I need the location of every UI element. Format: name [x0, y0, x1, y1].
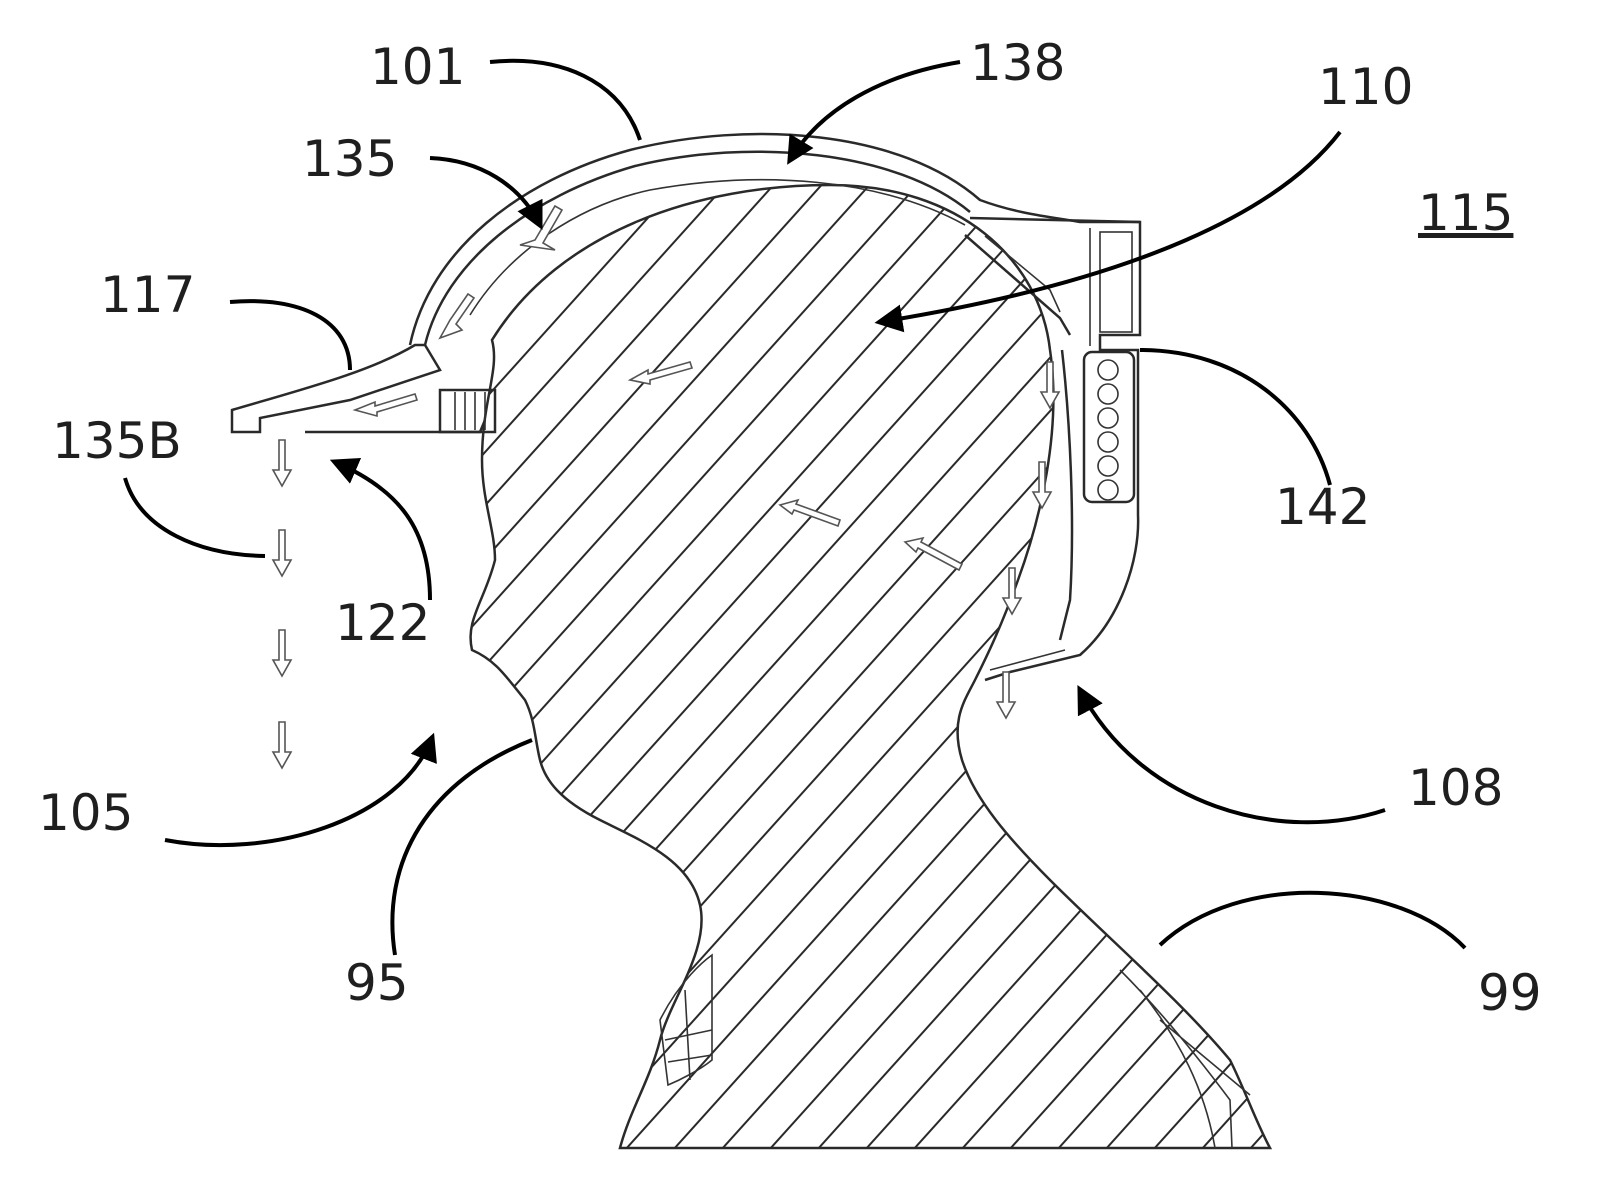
down-arrow-icon [1001, 567, 1023, 616]
hatch-line [567, 185, 1270, 1148]
label-117: 117 [100, 266, 195, 324]
label-105: 105 [38, 784, 133, 842]
hatch-line [519, 185, 1270, 1148]
hatch-line [470, 185, 1037, 1148]
down-arrow-icon [271, 629, 293, 678]
hatch-line [759, 185, 1270, 1148]
helmet-shell [230, 132, 1142, 682]
head-silhouette [469, 160, 1600, 1160]
down-arrow-icon [1031, 461, 1053, 510]
hatch-line [470, 185, 1270, 1148]
figure-number: 115 [1418, 184, 1513, 242]
label-135b: 135B [52, 412, 182, 470]
hatch-line [1336, 160, 1600, 1160]
hatch-line [1576, 160, 1600, 1160]
label-122: 122 [335, 594, 430, 652]
down-arrow-icon [1039, 361, 1061, 410]
leader-lines [123, 58, 1467, 956]
label-110: 110 [1318, 58, 1413, 116]
down-arrow-icon [271, 439, 293, 488]
hatch-line [951, 185, 1270, 1148]
hatch-line [903, 185, 1270, 1148]
down-arrow-icon [995, 671, 1017, 720]
hatch-line [855, 185, 1270, 1148]
hatch-line [1239, 185, 1270, 1148]
label-142: 142 [1275, 478, 1370, 536]
airflow-arrows [271, 204, 1061, 770]
hatch-line [470, 185, 797, 1148]
hatch-line [470, 185, 1181, 1148]
label-95: 95 [345, 954, 409, 1012]
reference-labels: 101 138 110 135 115 117 135B 142 122 108… [38, 34, 1542, 1022]
hatch-line [999, 185, 1270, 1148]
hatch-line [470, 185, 1133, 1148]
hatch-line [663, 185, 1270, 1148]
hatch-line [470, 185, 989, 1148]
hatch-line [470, 185, 845, 1148]
label-135: 135 [302, 130, 397, 188]
hatch-line [470, 185, 749, 1148]
label-99: 99 [1478, 964, 1542, 1022]
label-138: 138 [970, 34, 1065, 92]
label-101: 101 [370, 38, 465, 96]
down-arrow-icon [271, 529, 293, 578]
hatch-line [470, 185, 1085, 1148]
hatch-line [615, 185, 1270, 1148]
label-108: 108 [1408, 759, 1503, 817]
hatch-line [470, 185, 893, 1148]
hatching [470, 160, 1600, 1160]
hatch-line [1288, 160, 1600, 1160]
hatch-line [471, 185, 1270, 1148]
hatch-line [470, 185, 701, 1148]
down-arrow-icon [271, 721, 293, 770]
filter-coils [1097, 359, 1119, 501]
